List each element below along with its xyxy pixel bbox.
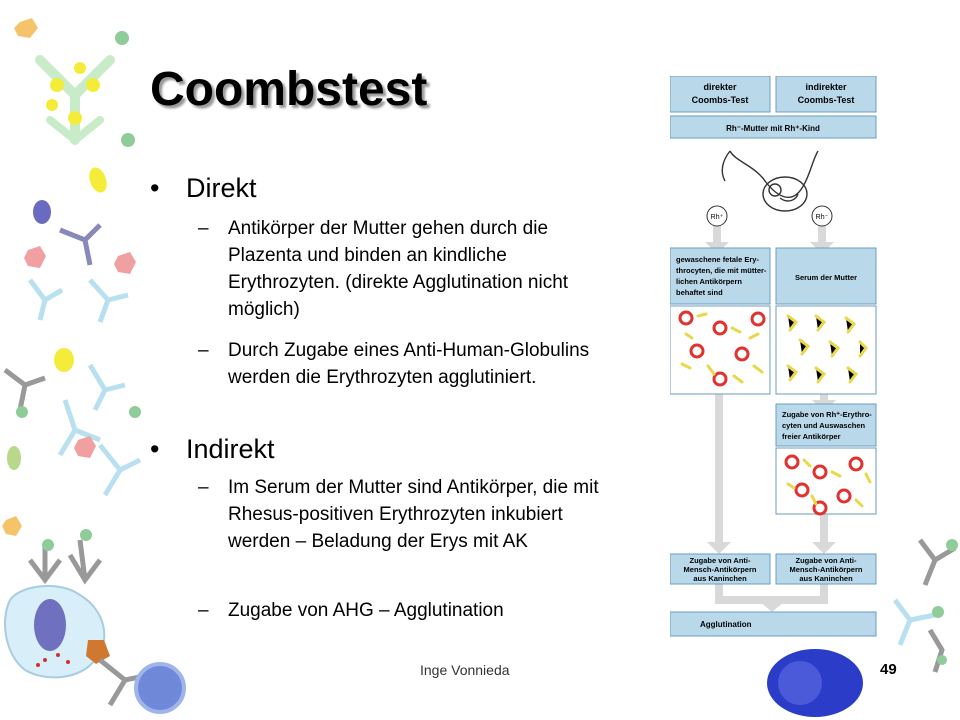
cell-blue-center-icon (778, 661, 822, 705)
antibody-icon (918, 538, 957, 586)
cell-blue-large-icon (767, 649, 863, 717)
antibody-icon (927, 628, 945, 673)
anti-right-line2: Mensch-Antikörpern (790, 565, 863, 574)
agglutination-label: Agglutination (700, 620, 752, 629)
header-direct-line1: direkter (703, 82, 737, 92)
bullet-dot: • (150, 434, 160, 464)
antibody-icon (57, 399, 101, 457)
antibody-icon (88, 278, 129, 323)
anti-left-line1: Zugabe von Anti- (690, 556, 751, 565)
header-indirect-line2: Coombs-Test (798, 95, 855, 105)
dot-icon (42, 539, 54, 551)
sub-bullet-text: Durch Zugabe eines Anti-Human-Globulins … (228, 340, 590, 388)
serum-label: Serum der Mutter (795, 273, 857, 282)
anti-left-line3: aus Kaninchen (693, 574, 747, 583)
rh-negative-label: Rh⁻ (816, 214, 829, 221)
dot-icon (80, 529, 92, 541)
anti-right-line1: Zugabe von Anti- (796, 556, 857, 565)
antibody-icon (98, 658, 151, 707)
bullet-heading-indirekt: Indirekt (186, 434, 275, 464)
free-antibodies-icon (786, 314, 868, 384)
left-box-line4: behaftet sind (676, 288, 723, 297)
nucleus-icon (34, 599, 66, 651)
antibody-icon (3, 368, 46, 411)
cell-blob-icon (4, 584, 106, 679)
antibody-icon (87, 363, 126, 412)
dot-icon (937, 655, 947, 665)
dot-icon (115, 31, 129, 45)
bound-erythrocytes-icon (784, 454, 872, 516)
dot-icon (946, 539, 958, 551)
sub-bullet-dash: – (198, 600, 209, 621)
pregnant-mother-icon (721, 150, 819, 212)
antibody-icon (98, 443, 142, 497)
anti-left-line2: Mensch-Antikörpern (684, 565, 757, 574)
sub-bullet-text: Antikörper der Mutter gehen durch die Pl… (228, 218, 569, 320)
cell-blue-icon (134, 662, 186, 714)
cell-orange-icon (86, 640, 110, 664)
antibody-icon (59, 223, 102, 266)
header-direct-line2: Coombs-Test (692, 95, 749, 105)
dot-icon (129, 406, 141, 418)
cell-pink-icon (114, 252, 136, 274)
antibody-icon (28, 545, 62, 585)
left-box-line3: lichen Antikörpern (676, 277, 742, 286)
antibody-icon (28, 278, 64, 321)
cell-yellow-icon (89, 167, 107, 193)
add-erythrocytes-line1: Zugabe von Rh⁺-Erythro- (782, 410, 872, 419)
sub-bullet-text: Zugabe von AHG – Agglutination (228, 600, 504, 621)
sub-bullet-dash: – (198, 340, 209, 361)
cell-yellow-icon (54, 348, 74, 372)
bullet-dot: • (150, 173, 160, 203)
sub-bullet-dash: – (198, 218, 209, 239)
hexagon-icon (14, 18, 38, 38)
dot-icon (121, 133, 135, 147)
cell-green-icon (7, 446, 21, 470)
page-number: 49 (880, 661, 897, 678)
left-box-line2: throcyten, die mit mütter- (676, 266, 767, 275)
erythrocytes-with-antibodies-icon (678, 310, 766, 387)
cell-pink-icon (24, 246, 46, 268)
cell-pink-icon (74, 436, 96, 458)
footer-author: Inge Vonnieda (420, 662, 510, 678)
anti-right-line3: aus Kaninchen (799, 574, 853, 583)
slide-title: Coombstest (150, 63, 428, 116)
add-erythrocytes-line2: cyten und Auswaschen (782, 421, 865, 430)
cell-purple-icon (33, 200, 51, 224)
hexagon-icon (2, 516, 22, 536)
antibody-icon (67, 539, 102, 585)
left-box-line1: gewaschene fetale Ery- (676, 255, 759, 264)
add-erythrocytes-line3: freier Antikörper (782, 432, 841, 441)
dot-icon (16, 406, 28, 418)
dot-icon (932, 606, 944, 618)
mother-child-label: Rh⁻-Mutter mit Rh⁺-Kind (726, 124, 820, 133)
sub-bullet-text: Im Serum der Mutter sind Antikörper, die… (228, 477, 599, 552)
antibody-cluster-top-left-icon (35, 55, 115, 146)
bullet-heading-direkt: Direkt (186, 173, 257, 203)
header-indirect-line1: indirekter (805, 82, 847, 92)
coombs-test-diagram: direkter Coombs-Test indirekter Coombs-T… (670, 76, 877, 637)
sub-bullet-dash: – (198, 477, 209, 498)
antibody-icon (893, 598, 936, 646)
rh-positive-label: Rh⁺ (711, 214, 724, 221)
